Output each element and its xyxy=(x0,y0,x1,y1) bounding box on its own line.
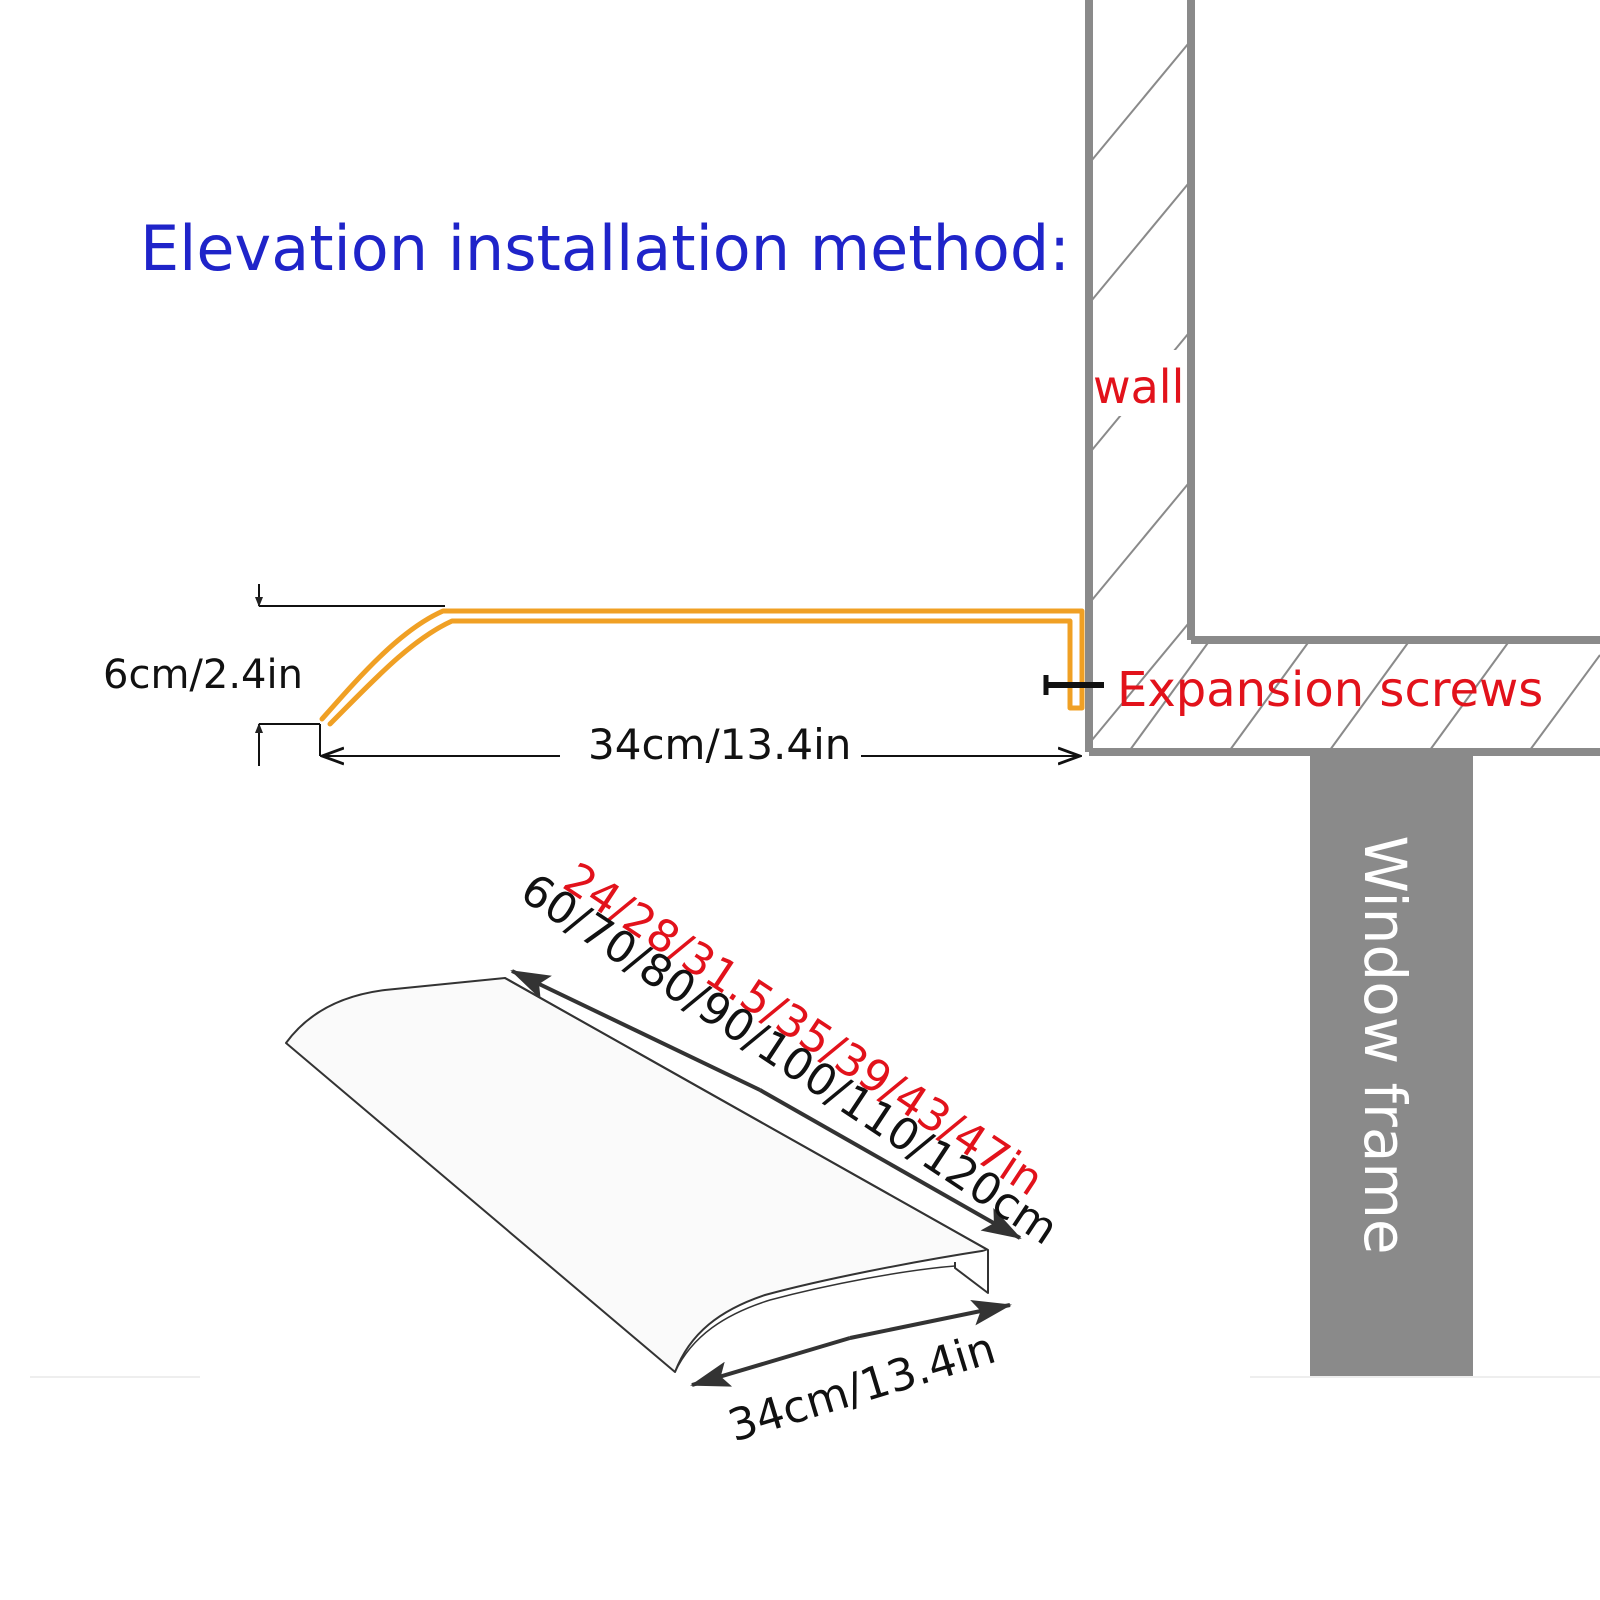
wall-label: wall xyxy=(1093,360,1185,414)
depth-dimension xyxy=(319,724,1080,756)
panel-depth-arrow xyxy=(690,1299,1012,1387)
canopy-panel xyxy=(285,977,989,1373)
expansion-screw-icon xyxy=(1043,675,1104,695)
length-dimension-arrow xyxy=(510,969,1022,1240)
height-dimension xyxy=(255,584,445,766)
page-title: Elevation installation method: xyxy=(140,212,1071,285)
height-dimension-label: 6cm/2.4in xyxy=(103,652,303,698)
expansion-screws-label: Expansion screws xyxy=(1117,662,1544,718)
wall-hatching xyxy=(1091,43,1600,751)
depth-dimension-label: 34cm/13.4in xyxy=(578,724,862,766)
canopy-profile xyxy=(319,608,1085,727)
window-frame xyxy=(1310,752,1473,1377)
window-frame-label: Window frame xyxy=(1351,835,1419,1255)
